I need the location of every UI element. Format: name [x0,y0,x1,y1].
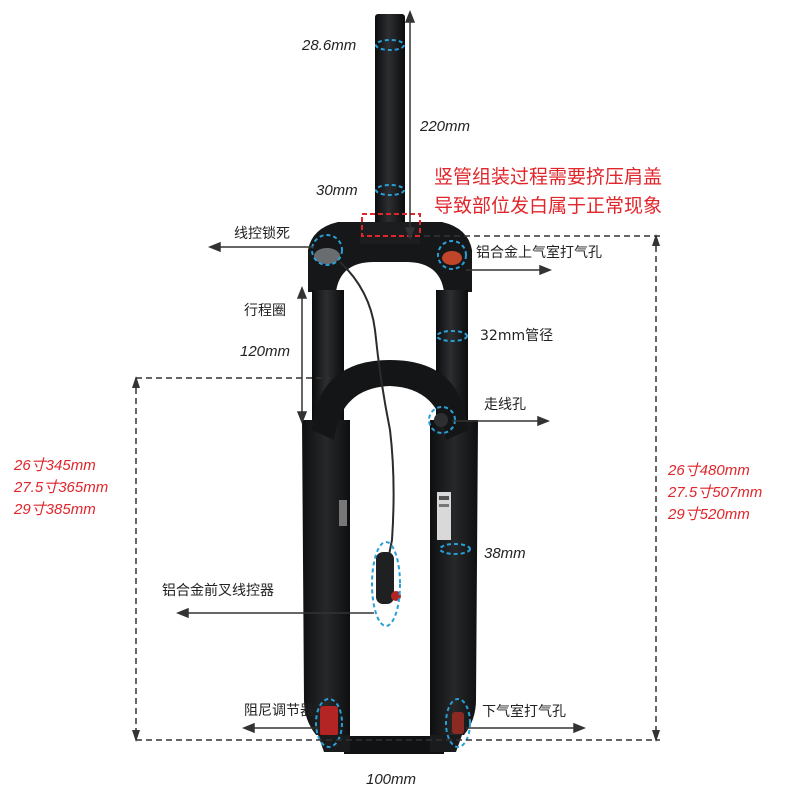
arrowhead [404,9,416,23]
lockout-cable [339,261,395,561]
arrowhead [296,411,308,425]
arrowhead [175,607,189,619]
label-lockout: 线控锁死 [234,226,290,242]
assembly-note-line1: 竖管组装过程需要挤压肩盖 [434,166,663,188]
steerer-tube [375,14,405,236]
total-29: 29寸520mm [668,506,750,523]
marker-remote [371,541,401,627]
air-valve-cap [442,251,462,265]
label-stanchion: 32mm管径 [480,328,554,344]
arrowhead [573,722,587,734]
crown-highlight-box [361,213,421,237]
arrowhead [539,264,553,276]
label-remote: 铝合金前叉线控器 [162,583,274,599]
steerer-length: 220mm [420,118,471,135]
arrowhead [537,415,551,427]
total-27-5: 27.5寸507mm [668,484,763,501]
label-travel: 120mm [240,343,291,360]
marker-air-valve [437,240,467,270]
arrowhead [652,234,660,246]
total-26: 26寸480mm [668,462,750,479]
fork-arch [312,360,468,440]
lower-air-valve [452,712,464,734]
damping-knob [320,706,338,736]
arrowhead [652,730,660,742]
cable-hole [434,413,448,427]
label-travel-ring: 行程圈 [244,303,286,319]
right-lower-leg [430,420,478,735]
a2c-27-5: 27.5寸365mm [14,479,109,496]
arrowhead [404,227,416,241]
a2c-26: 26寸345mm [14,457,96,474]
lockout-knob [314,248,340,264]
right-dropout [430,735,462,752]
remote-lever [376,552,394,604]
left-lower-leg [302,420,350,735]
label-air-valve-top: 铝合金上气室打气孔 [476,245,602,261]
steerer-top-diameter: 28.6mm [302,37,357,54]
arrowhead [296,285,308,299]
assembly-note: 竖管组装过程需要挤压肩盖 导致部位发白属于正常现象 [434,163,662,221]
axle-bridge [344,736,444,754]
arrowhead [132,730,140,742]
a2c-29: 29寸385mm [14,501,96,518]
total-length-specs: 26寸480mm 27.5寸507mm 29寸520mm [668,460,762,526]
marker-damping [315,698,343,748]
marker-stanchion [436,330,468,342]
arrowhead [207,241,221,253]
decal-stripe [439,504,449,507]
label-lower-tube: 38mm [484,545,526,562]
marker-lower-tube [439,543,471,555]
marker-steerer-top [375,39,405,51]
arrowhead [241,722,255,734]
arrowhead [132,376,140,388]
axle-to-crown-specs: 26寸345mm 27.5寸365mm 29寸385mm [14,455,108,521]
decal-stripe [439,496,449,500]
steerer-base-diameter: 30mm [316,182,358,199]
decal [339,500,347,526]
label-damping: 阻尼调节器 [244,703,314,719]
fork-crown [308,222,472,292]
marker-lockout [311,234,343,266]
marker-cable-hole [428,406,456,434]
label-air-valve-bottom: 下气室打气孔 [482,704,566,720]
assembly-note-line2: 导致部位发白属于正常现象 [434,195,663,217]
label-cable-hole: 走线孔 [484,397,526,413]
marker-steerer-base [375,184,405,196]
marker-lower-valve [445,698,471,748]
label-axle-width: 100mm [366,771,417,788]
